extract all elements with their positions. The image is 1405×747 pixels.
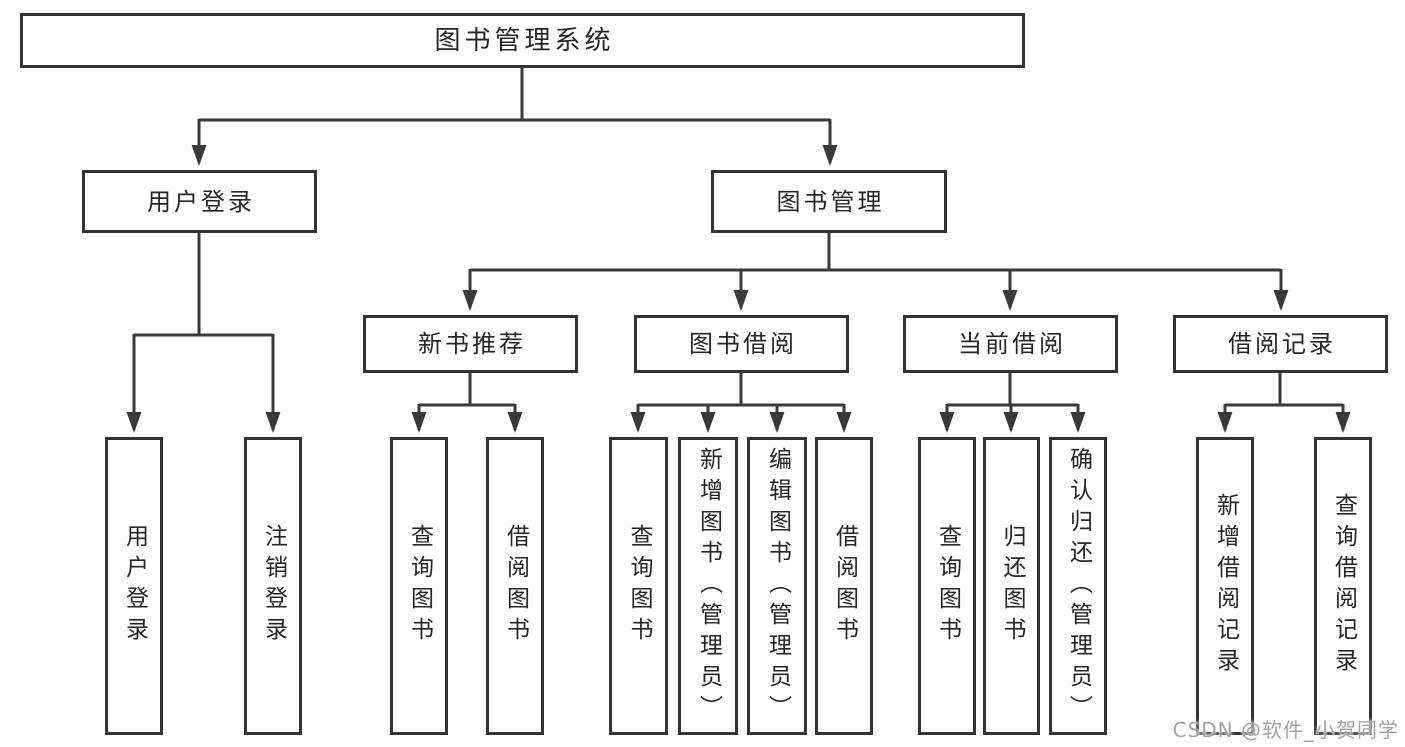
node-label: 借阅记录 (1228, 330, 1336, 358)
node-book-management: 图书管理 (711, 170, 947, 233)
leaf-label: 借阅图书 (502, 524, 529, 648)
leaf-edit-books-admin: 编辑图书（管理员） (747, 437, 807, 735)
node-borrowing-records: 借阅记录 (1173, 315, 1388, 373)
node-current-borrowing: 当前借阅 (903, 315, 1118, 373)
node-label: 图书借阅 (689, 330, 797, 358)
node-library-management-system: 图书管理系统 (20, 13, 1025, 68)
node-label: 新书推荐 (418, 330, 526, 358)
leaf-label: 新增图书（管理员） (695, 446, 722, 726)
leaf-label: 借阅图书 (831, 524, 858, 648)
leaf-label: 归还图书 (999, 524, 1025, 648)
leaf-query-books-borrowing: 查询图书 (609, 437, 668, 735)
node-label: 当前借阅 (958, 330, 1066, 358)
node-label: 图书管理系统 (434, 25, 615, 56)
leaf-label: 注销登录 (260, 524, 287, 648)
node-book-borrowing: 图书借阅 (634, 315, 849, 373)
leaf-label: 新增借阅记录 (1212, 493, 1239, 679)
leaf-confirm-return-admin: 确认归还（管理员） (1049, 437, 1107, 735)
leaf-user-login: 用户登录 (105, 437, 163, 735)
leaf-return-books: 归还图书 (983, 437, 1040, 735)
node-label: 用户登录 (147, 187, 255, 216)
leaf-add-borrow-record: 新增借阅记录 (1196, 437, 1254, 735)
leaf-label: 查询借阅记录 (1330, 493, 1357, 679)
leaf-borrow-books-recommend: 借阅图书 (486, 437, 544, 735)
leaf-label: 用户登录 (121, 524, 148, 648)
csdn-watermark: CSDN @软件_小贺同学 (1172, 718, 1399, 742)
leaf-add-books-admin: 新增图书（管理员） (678, 437, 738, 735)
leaf-query-borrow-record: 查询借阅记录 (1314, 437, 1372, 735)
leaf-query-books-recommend: 查询图书 (390, 437, 448, 735)
leaf-label: 查询图书 (934, 524, 961, 648)
leaf-label: 编辑图书（管理员） (764, 446, 791, 726)
leaf-label: 查询图书 (406, 524, 433, 648)
node-new-book-recommend: 新书推荐 (363, 315, 578, 373)
leaf-label: 确认归还（管理员） (1065, 446, 1092, 726)
leaf-logout: 注销登录 (244, 437, 302, 735)
node-label: 图书管理 (776, 187, 885, 216)
leaf-label: 查询图书 (626, 524, 652, 648)
node-user-login: 用户登录 (82, 170, 317, 233)
leaf-query-books-current: 查询图书 (918, 437, 976, 735)
leaf-borrow-books: 借阅图书 (815, 437, 873, 735)
